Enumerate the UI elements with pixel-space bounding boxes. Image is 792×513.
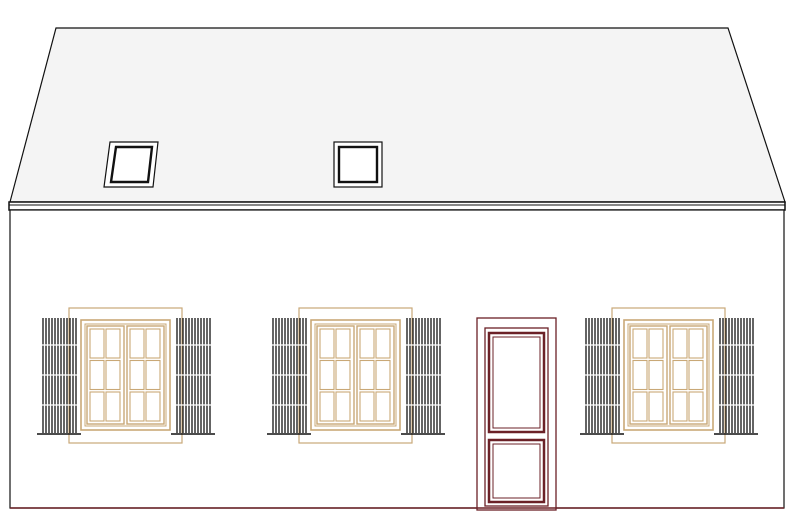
window-1 (37, 307, 215, 444)
roof (8, 27, 786, 211)
door-leaf (484, 327, 549, 507)
shutter-right (401, 318, 445, 435)
window-leaf (86, 325, 125, 425)
window-pane (648, 328, 664, 359)
window-frame (80, 319, 171, 431)
door-panel-top (487, 331, 546, 434)
window-pane (105, 359, 121, 391)
window-frame-inner (84, 323, 167, 427)
window-pane (89, 328, 105, 359)
front-door (476, 317, 557, 511)
window-pane (672, 359, 688, 391)
window-3 (580, 307, 758, 444)
shutter-right (171, 318, 215, 435)
window-leaf (356, 325, 395, 425)
window-pane (359, 359, 375, 391)
window-pane (105, 328, 121, 359)
window-pane (375, 359, 391, 391)
window-leaf (126, 325, 165, 425)
shutter-left (37, 318, 81, 435)
window-pane (688, 359, 704, 391)
window-pane (335, 328, 351, 359)
window-pane (632, 328, 648, 359)
window-leaf (669, 325, 708, 425)
window-pane (145, 359, 161, 391)
window-pane (632, 391, 648, 422)
window-pane (145, 391, 161, 422)
window-pane (319, 328, 335, 359)
windows-group (37, 307, 758, 444)
window-frame (623, 319, 714, 431)
window-pane (359, 391, 375, 422)
window-pane (319, 391, 335, 422)
window-pane (319, 359, 335, 391)
window-pane (688, 391, 704, 422)
window-pane (89, 359, 105, 391)
window-pane (375, 328, 391, 359)
window-frame-inner (627, 323, 710, 427)
window-leaf (316, 325, 355, 425)
window-pane (335, 391, 351, 422)
window-pane (672, 328, 688, 359)
window-pane (129, 328, 145, 359)
window-2 (267, 307, 445, 444)
skylight-left (103, 141, 159, 188)
skylight-center (333, 141, 383, 188)
window-pane (648, 359, 664, 391)
shutter-right (714, 318, 758, 435)
shutter-left (580, 318, 624, 435)
window-pane (672, 391, 688, 422)
window-pane (375, 391, 391, 422)
window-pane (359, 328, 375, 359)
window-pane (688, 328, 704, 359)
door-panel-top-inner (492, 336, 541, 429)
shutter-left (267, 318, 311, 435)
window-pane (105, 391, 121, 422)
roof-eave (8, 201, 786, 211)
door-panel-bottom (487, 438, 546, 504)
window-pane (632, 359, 648, 391)
window-pane (648, 391, 664, 422)
window-pane (335, 359, 351, 391)
window-leaf (629, 325, 668, 425)
door-panel-bottom-inner (492, 443, 541, 499)
window-frame-inner (314, 323, 397, 427)
window-pane (145, 328, 161, 359)
window-frame (310, 319, 401, 431)
window-pane (89, 391, 105, 422)
window-pane (129, 359, 145, 391)
window-pane (129, 391, 145, 422)
